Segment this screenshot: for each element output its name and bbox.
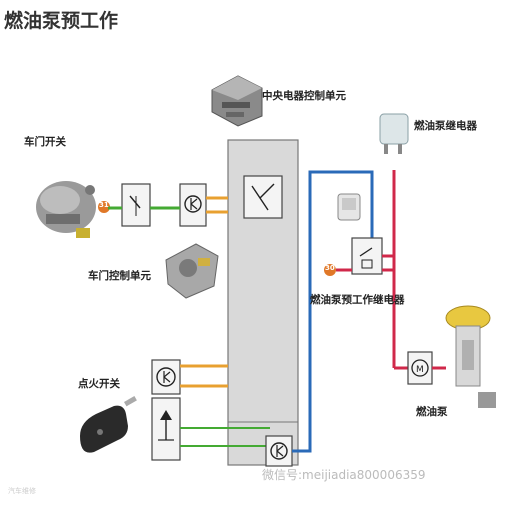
fuel-pump-relay-image	[379, 113, 409, 154]
corner-watermark: 汽车维修	[8, 487, 36, 495]
ignition-switch-label: 点火开关	[78, 378, 120, 390]
fuel-pump-relay-label: 燃油泵继电器	[414, 120, 477, 132]
fuel-pump-label: 燃油泵	[416, 406, 448, 418]
svg-text:M: M	[416, 365, 424, 375]
door-switch-label: 车门开关	[24, 136, 66, 148]
page-title: 燃油泵预工作	[4, 10, 119, 32]
central-switch-symbol	[243, 175, 283, 219]
fuel-pump-image	[445, 305, 496, 408]
watermark: 微信号:meijiadia800006359	[262, 468, 426, 482]
door-switch-tag	[98, 201, 110, 213]
door-control-unit-image	[165, 243, 219, 299]
pre-relay-tag	[324, 264, 336, 276]
car-key-image	[80, 396, 137, 453]
door-control-unit-label: 车门控制单元	[88, 270, 151, 282]
door-switch-tag-text: 31	[99, 201, 109, 209]
door-switch-image	[36, 181, 96, 238]
central-output-k-symbol	[265, 435, 293, 467]
central-control-unit-image	[211, 75, 263, 127]
pre-work-relay-symbol	[351, 237, 383, 275]
pre-work-relay-image	[337, 193, 361, 221]
ignition-k-symbol	[151, 359, 181, 395]
pre-relay-tag-text: 30	[325, 264, 335, 272]
pre-work-relay-label: 燃油泵预工作继电器	[310, 294, 405, 306]
central-control-unit-label: 中央电器控制单元	[262, 90, 346, 102]
